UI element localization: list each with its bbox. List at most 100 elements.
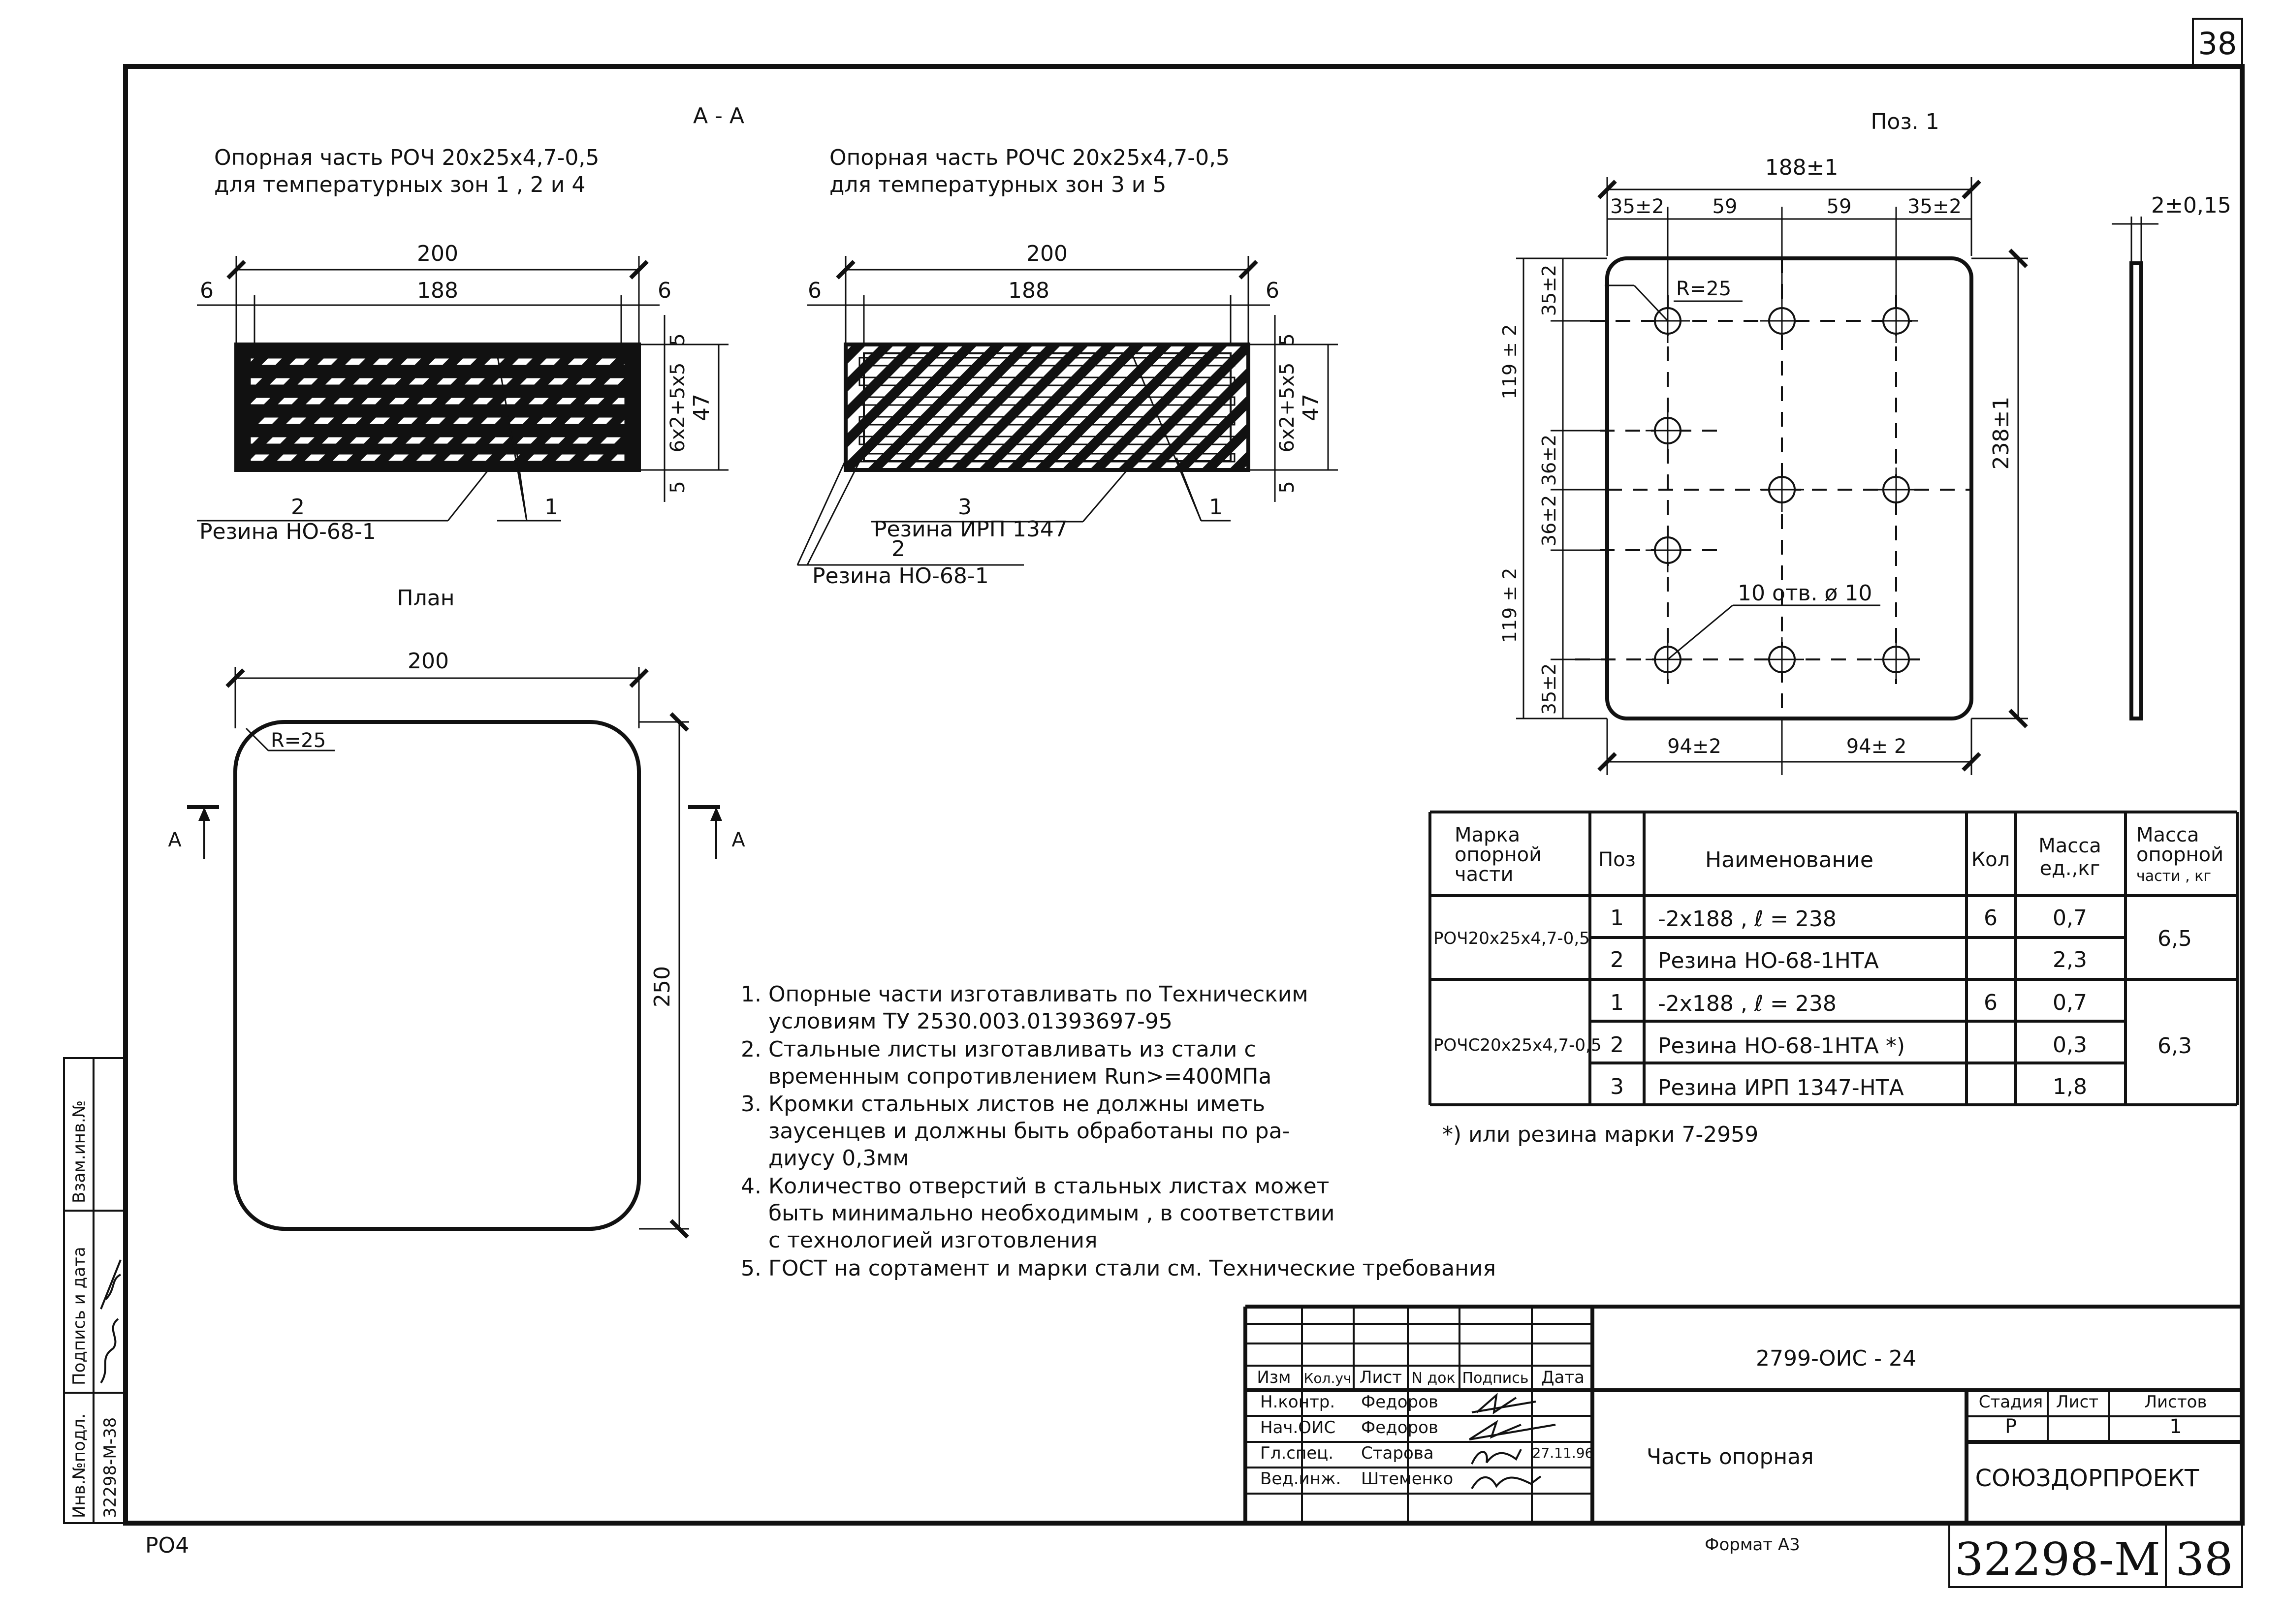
tb-sheet-label: Лист [2056, 1392, 2098, 1412]
group1-mark: РОЧ20х25х4,7-0,5 [1433, 929, 1590, 948]
plan-radius: R=25 [271, 729, 326, 752]
sheet-number-top: 38 [2198, 26, 2237, 62]
tb-sheets-label: Листов [2144, 1392, 2207, 1412]
group2-total: 6,3 [2157, 1033, 2192, 1059]
note-line-11: 5. ГОСТ на сортамент и марки стали см. Т… [741, 1256, 1496, 1281]
tb-name-1: Федоров [1361, 1392, 1438, 1412]
left-layer-2 [249, 376, 626, 386]
right-section-title-2: для температурных зон 3 и 5 [829, 172, 1166, 197]
note-line-4: временным сопротивлением Run>=400МПа [741, 1064, 1271, 1089]
tb-corner-left: РО4 [145, 1533, 189, 1558]
g2r1-name: -2х188 , ℓ = 238 [1658, 991, 1837, 1016]
pos1-row-dim-4: 36±2 [1538, 495, 1560, 546]
pos1-row-dim-2: 119 ± 2 [1499, 324, 1521, 400]
pos1-col-dim-1: 35±2 [1610, 195, 1664, 218]
plan-height: 250 [650, 966, 675, 1007]
spec-head-masst-3: части , кг [2136, 868, 2211, 885]
left-layer-3 [249, 396, 626, 406]
pos1-holes-label: 10 отв. ø 10 [1738, 581, 1872, 606]
left-pos-steel: 1 [544, 495, 558, 520]
tb-col-izm: Изм [1257, 1368, 1291, 1387]
tb-sheets: 1 [2169, 1415, 2182, 1438]
tb-col-podpis: Подпись [1462, 1370, 1529, 1387]
tb-col-data: Дата [1541, 1368, 1585, 1387]
pos1-title: Поз. 1 [1871, 109, 1939, 134]
pos1-row-dim-5: 119 ± 2 [1499, 568, 1521, 643]
tb-role-3: Гл.спец. [1260, 1443, 1333, 1463]
right-pos-outer: 2 [891, 536, 905, 562]
left-edge-l [239, 348, 250, 466]
g2r2-pos: 2 [1610, 1032, 1624, 1058]
g2r1-qty: 6 [1984, 990, 1998, 1015]
tb-role-4: Вед.инж. [1260, 1469, 1341, 1489]
spec-head-massu-2: ед.,кг [2040, 857, 2100, 880]
left-section-title-1: Опорная часть РОЧ 20х25х4,7-0,5 [214, 145, 599, 170]
pos1-col-dim-3: 59 [1827, 195, 1852, 218]
right-layer-1 [858, 357, 1236, 367]
tb-date-3: 27.11.96 [1532, 1445, 1594, 1461]
note-line-3: 2. Стальные листы изготавливать из стали… [741, 1037, 1256, 1062]
g2r1-pos: 1 [1610, 990, 1624, 1015]
pos1-row-dim-1: 35±2 [1538, 265, 1560, 316]
left-layer-4 [249, 416, 626, 426]
pos1-height: 238±1 [1989, 397, 2014, 470]
note-line-10: с технологией изготовления [741, 1228, 1098, 1253]
left-section: Опорная часть РОЧ 20х25х4,7-0,5 для темп… [197, 145, 729, 544]
spec-footnote: *) или резина марки 7-2959 [1442, 1122, 1758, 1147]
right-section-title-1: Опорная часть РОЧС 20х25х4,7-0,5 [829, 145, 1230, 170]
g2r3-mass: 1,8 [2053, 1074, 2087, 1099]
pos1-row-dim-6: 35±2 [1538, 663, 1560, 715]
signature-mark [100, 1259, 122, 1384]
title-block: 2799-ОИС - 24 Изм Кол.уч Лист N док Подп… [145, 1305, 2243, 1588]
note-line-9: быть минимально необходимым , в соответс… [741, 1201, 1335, 1226]
left-dim-overall: 200 [417, 241, 458, 266]
right-dim-top: 5 [1276, 333, 1299, 345]
g1r2-mass: 2,3 [2053, 947, 2087, 972]
tb-item-name: Часть опорная [1647, 1444, 1814, 1469]
right-material-inner: Резина ИРП 1347 [874, 517, 1068, 542]
right-pos-inner: 3 [958, 495, 972, 520]
tb-format: Формат А3 [1705, 1535, 1800, 1555]
right-dim-height: 47 [1299, 394, 1324, 421]
tb-drawing-no: 32298-М [1955, 1533, 2160, 1586]
pos1-radius: R=25 [1676, 278, 1731, 300]
left-layer-1 [249, 357, 626, 367]
note-line-7: диусу 0,3мм [741, 1146, 909, 1171]
right-layer-5 [858, 436, 1236, 445]
g2r3-pos: 3 [1610, 1074, 1624, 1099]
tb-code: 2799-ОИС - 24 [1756, 1346, 1916, 1371]
pos1-col-dim-2: 59 [1713, 195, 1738, 218]
g1r1-qty: 6 [1984, 906, 1998, 931]
spec-head-massu-1: Масса [2038, 835, 2101, 857]
plan-width: 200 [408, 649, 449, 674]
g1r2-name: Резина НО-68-1НТА [1658, 948, 1879, 973]
spec-head-mark-1: Марка [1455, 824, 1520, 846]
spec-table: Марка опорной части Поз Наименование Кол… [1428, 811, 2239, 1147]
right-pos-steel: 1 [1209, 495, 1223, 520]
tb-org: СОЮЗДОРПРОЕКТ [1975, 1465, 2199, 1492]
left-dim-side-r: 6 [658, 278, 671, 303]
plan-title: План [397, 586, 455, 611]
right-dim-inner: 188 [1008, 278, 1049, 303]
stamp-podpis: Подпись и дата [69, 1247, 89, 1385]
left-dim-height: 47 [689, 394, 714, 421]
right-layer-2 [858, 376, 1236, 386]
left-layer-6 [249, 453, 626, 463]
stamp-zam: Взам.инв.№ [69, 1100, 89, 1203]
g1r1-mass: 0,7 [2053, 906, 2087, 931]
left-pos-main: 2 [291, 495, 305, 520]
spec-head-pos: Поз [1598, 848, 1636, 871]
stamp-inv-value: 32298-М-38 [100, 1417, 120, 1518]
right-dim-layers: 6х2+5х5 [1276, 363, 1299, 453]
tb-name-2: Федоров [1361, 1418, 1438, 1437]
g2r2-mass: 0,3 [2053, 1032, 2087, 1058]
tb-sheet-no: 38 [2175, 1533, 2233, 1586]
stamp-inv: Инв.№подл. [69, 1413, 89, 1518]
section-label: А - А [693, 103, 744, 128]
g1r1-name: -2х188 , ℓ = 238 [1658, 906, 1837, 932]
pos1-view: Поз. 1 188±1 35±2 59 59 35±2 R=25 [1499, 109, 2231, 775]
tb-col-ndok: N док [1411, 1370, 1455, 1387]
right-layer-4 [858, 416, 1236, 426]
g1r2-pos: 2 [1610, 947, 1624, 972]
